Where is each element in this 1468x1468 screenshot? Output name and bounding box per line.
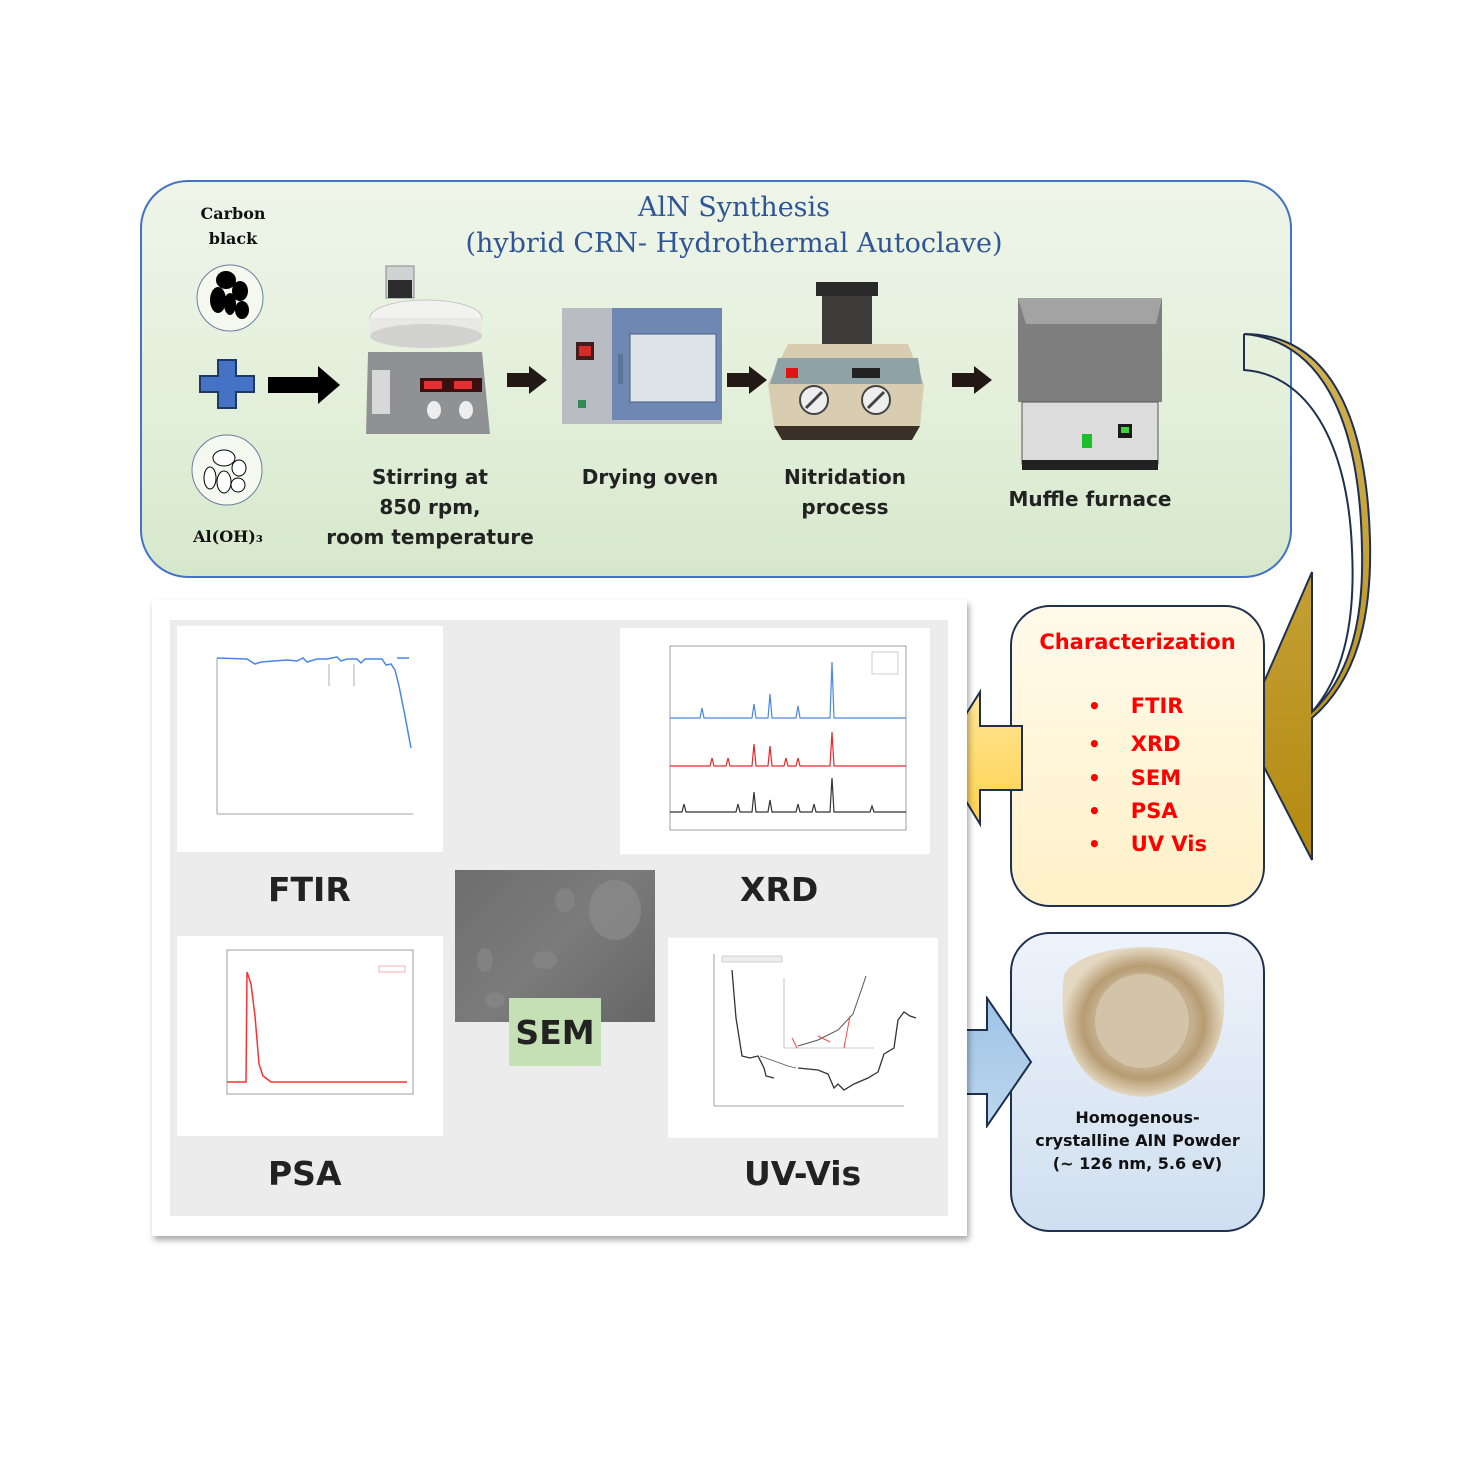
psa-plot-frame bbox=[226, 949, 414, 1095]
carbon-label-line1: Carbon bbox=[200, 204, 266, 223]
ftir-chart-card bbox=[177, 626, 443, 852]
step-label-stirring: Stirring at 850 rpm, room temperature bbox=[320, 462, 540, 552]
tauc-fit-marker bbox=[843, 1015, 851, 1049]
characterization-item-uvvis: • UV Vis bbox=[1088, 832, 1207, 865]
uvvis-tauc-curve bbox=[797, 975, 867, 1047]
uvvis-section-label: UV-Vis bbox=[744, 1154, 862, 1193]
product-line3: (~ 126 nm, 5.6 eV) bbox=[1052, 1154, 1223, 1173]
carbon-black-label: Carbon black bbox=[180, 201, 286, 251]
mix-arrow-icon bbox=[268, 366, 340, 404]
psa-legend bbox=[378, 965, 406, 973]
uvvis-absorbance-line-left bbox=[731, 969, 775, 1079]
uvvis-chart-card bbox=[668, 938, 938, 1138]
characterization-panel bbox=[1010, 605, 1265, 907]
synthesis-subtitle: (hybrid CRN- Hydrothermal Autoclave) bbox=[465, 228, 1003, 259]
characterization-item-ftir: • FTIR bbox=[1088, 694, 1207, 732]
bullet: • bbox=[1088, 832, 1101, 856]
uvvis-legend bbox=[721, 955, 783, 963]
psa-distribution-line bbox=[227, 971, 407, 1083]
step-arrow-3-icon bbox=[952, 366, 992, 394]
step-arrow-2-icon bbox=[727, 366, 767, 394]
xrd-plot-frame bbox=[669, 645, 907, 831]
characterization-item-sem: • SEM bbox=[1088, 766, 1207, 799]
bullet: • bbox=[1088, 732, 1101, 756]
sem-label-box: SEM bbox=[509, 998, 601, 1066]
results-panel: FTIR XRD SEM bbox=[152, 600, 967, 1236]
product-line1: Homogenous- bbox=[1075, 1108, 1200, 1127]
tauc-fit-marker bbox=[817, 1035, 831, 1043]
uvvis-chart bbox=[713, 954, 917, 1107]
item-label: PSA bbox=[1130, 799, 1178, 823]
product-line2: crystalline AlN Powder bbox=[1035, 1131, 1240, 1150]
bullet: • bbox=[1088, 766, 1101, 790]
bullet: • bbox=[1088, 694, 1101, 718]
uvvis-inset bbox=[784, 978, 874, 1048]
xrd-series-blue bbox=[670, 661, 906, 719]
magnetic-stirrer-icon bbox=[366, 265, 490, 434]
step-label-muffle-furnace: Muffle furnace bbox=[1008, 487, 1172, 511]
drying-oven-icon bbox=[562, 308, 722, 424]
step-nitridation-line2: process bbox=[801, 495, 889, 519]
xrd-legend bbox=[871, 651, 899, 675]
xrd-section-label: XRD bbox=[740, 870, 819, 909]
xrd-chart-card bbox=[620, 628, 930, 854]
step-nitridation-line1: Nitridation bbox=[783, 465, 907, 489]
characterization-title: Characterization bbox=[1039, 630, 1236, 654]
item-label: UV Vis bbox=[1130, 832, 1207, 856]
bullet: • bbox=[1088, 799, 1101, 823]
psa-section-label: PSA bbox=[268, 1154, 342, 1193]
tauc-fit-marker bbox=[791, 1037, 798, 1049]
sem-particles bbox=[477, 880, 641, 1008]
autoclave-icon bbox=[768, 282, 924, 440]
product-description: Homogenous- crystalline AlN Powder (~ 12… bbox=[1010, 1106, 1265, 1175]
step-label-drying-oven: Drying oven bbox=[581, 465, 719, 489]
curved-gold-arrow-icon bbox=[1242, 333, 1372, 861]
xrd-series-red bbox=[670, 731, 906, 767]
characterization-item-xrd: • XRD bbox=[1088, 732, 1207, 766]
step-stirring-line1: Stirring at bbox=[372, 465, 488, 489]
item-label: XRD bbox=[1130, 732, 1181, 756]
plus-icon bbox=[199, 359, 255, 409]
uvvis-tangent-line bbox=[759, 1055, 797, 1069]
aln-powder-crucible-icon bbox=[1062, 947, 1225, 1097]
step-stirring-line3: room temperature bbox=[326, 525, 534, 549]
xrd-series-black bbox=[670, 777, 906, 813]
carbon-black-particles-icon bbox=[196, 264, 264, 332]
uvvis-absorbance-line-right bbox=[797, 1011, 917, 1091]
synthesis-title: AlN Synthesis bbox=[637, 192, 831, 223]
results-canvas: FTIR XRD SEM bbox=[170, 620, 948, 1216]
carbon-label-line2: black bbox=[208, 229, 258, 248]
step-label-nitridation: Nitridation process bbox=[760, 462, 930, 522]
characterization-list: • FTIR • XRD • SEM • PSA • UV Vis bbox=[1088, 694, 1207, 865]
step-stirring-line2: 850 rpm, bbox=[379, 495, 481, 519]
ftir-section-label: FTIR bbox=[268, 870, 351, 909]
aluminum-hydroxide-particles-icon bbox=[191, 434, 263, 506]
sem-section-label: SEM bbox=[515, 1012, 595, 1052]
aloh3-label: Al(OH)₃ bbox=[193, 527, 263, 546]
item-label: SEM bbox=[1130, 766, 1182, 790]
muffle-furnace-icon bbox=[1018, 298, 1162, 470]
ftir-chart bbox=[216, 656, 413, 815]
psa-chart-card bbox=[177, 936, 443, 1136]
item-label: FTIR bbox=[1130, 694, 1184, 718]
psa-chart bbox=[226, 949, 414, 1095]
ftir-spectrum-line bbox=[216, 656, 412, 749]
xrd-chart bbox=[669, 645, 907, 831]
characterization-item-psa: • PSA bbox=[1088, 799, 1207, 832]
step-arrow-1-icon bbox=[507, 366, 547, 394]
sem-micrograph-image bbox=[455, 870, 655, 1022]
